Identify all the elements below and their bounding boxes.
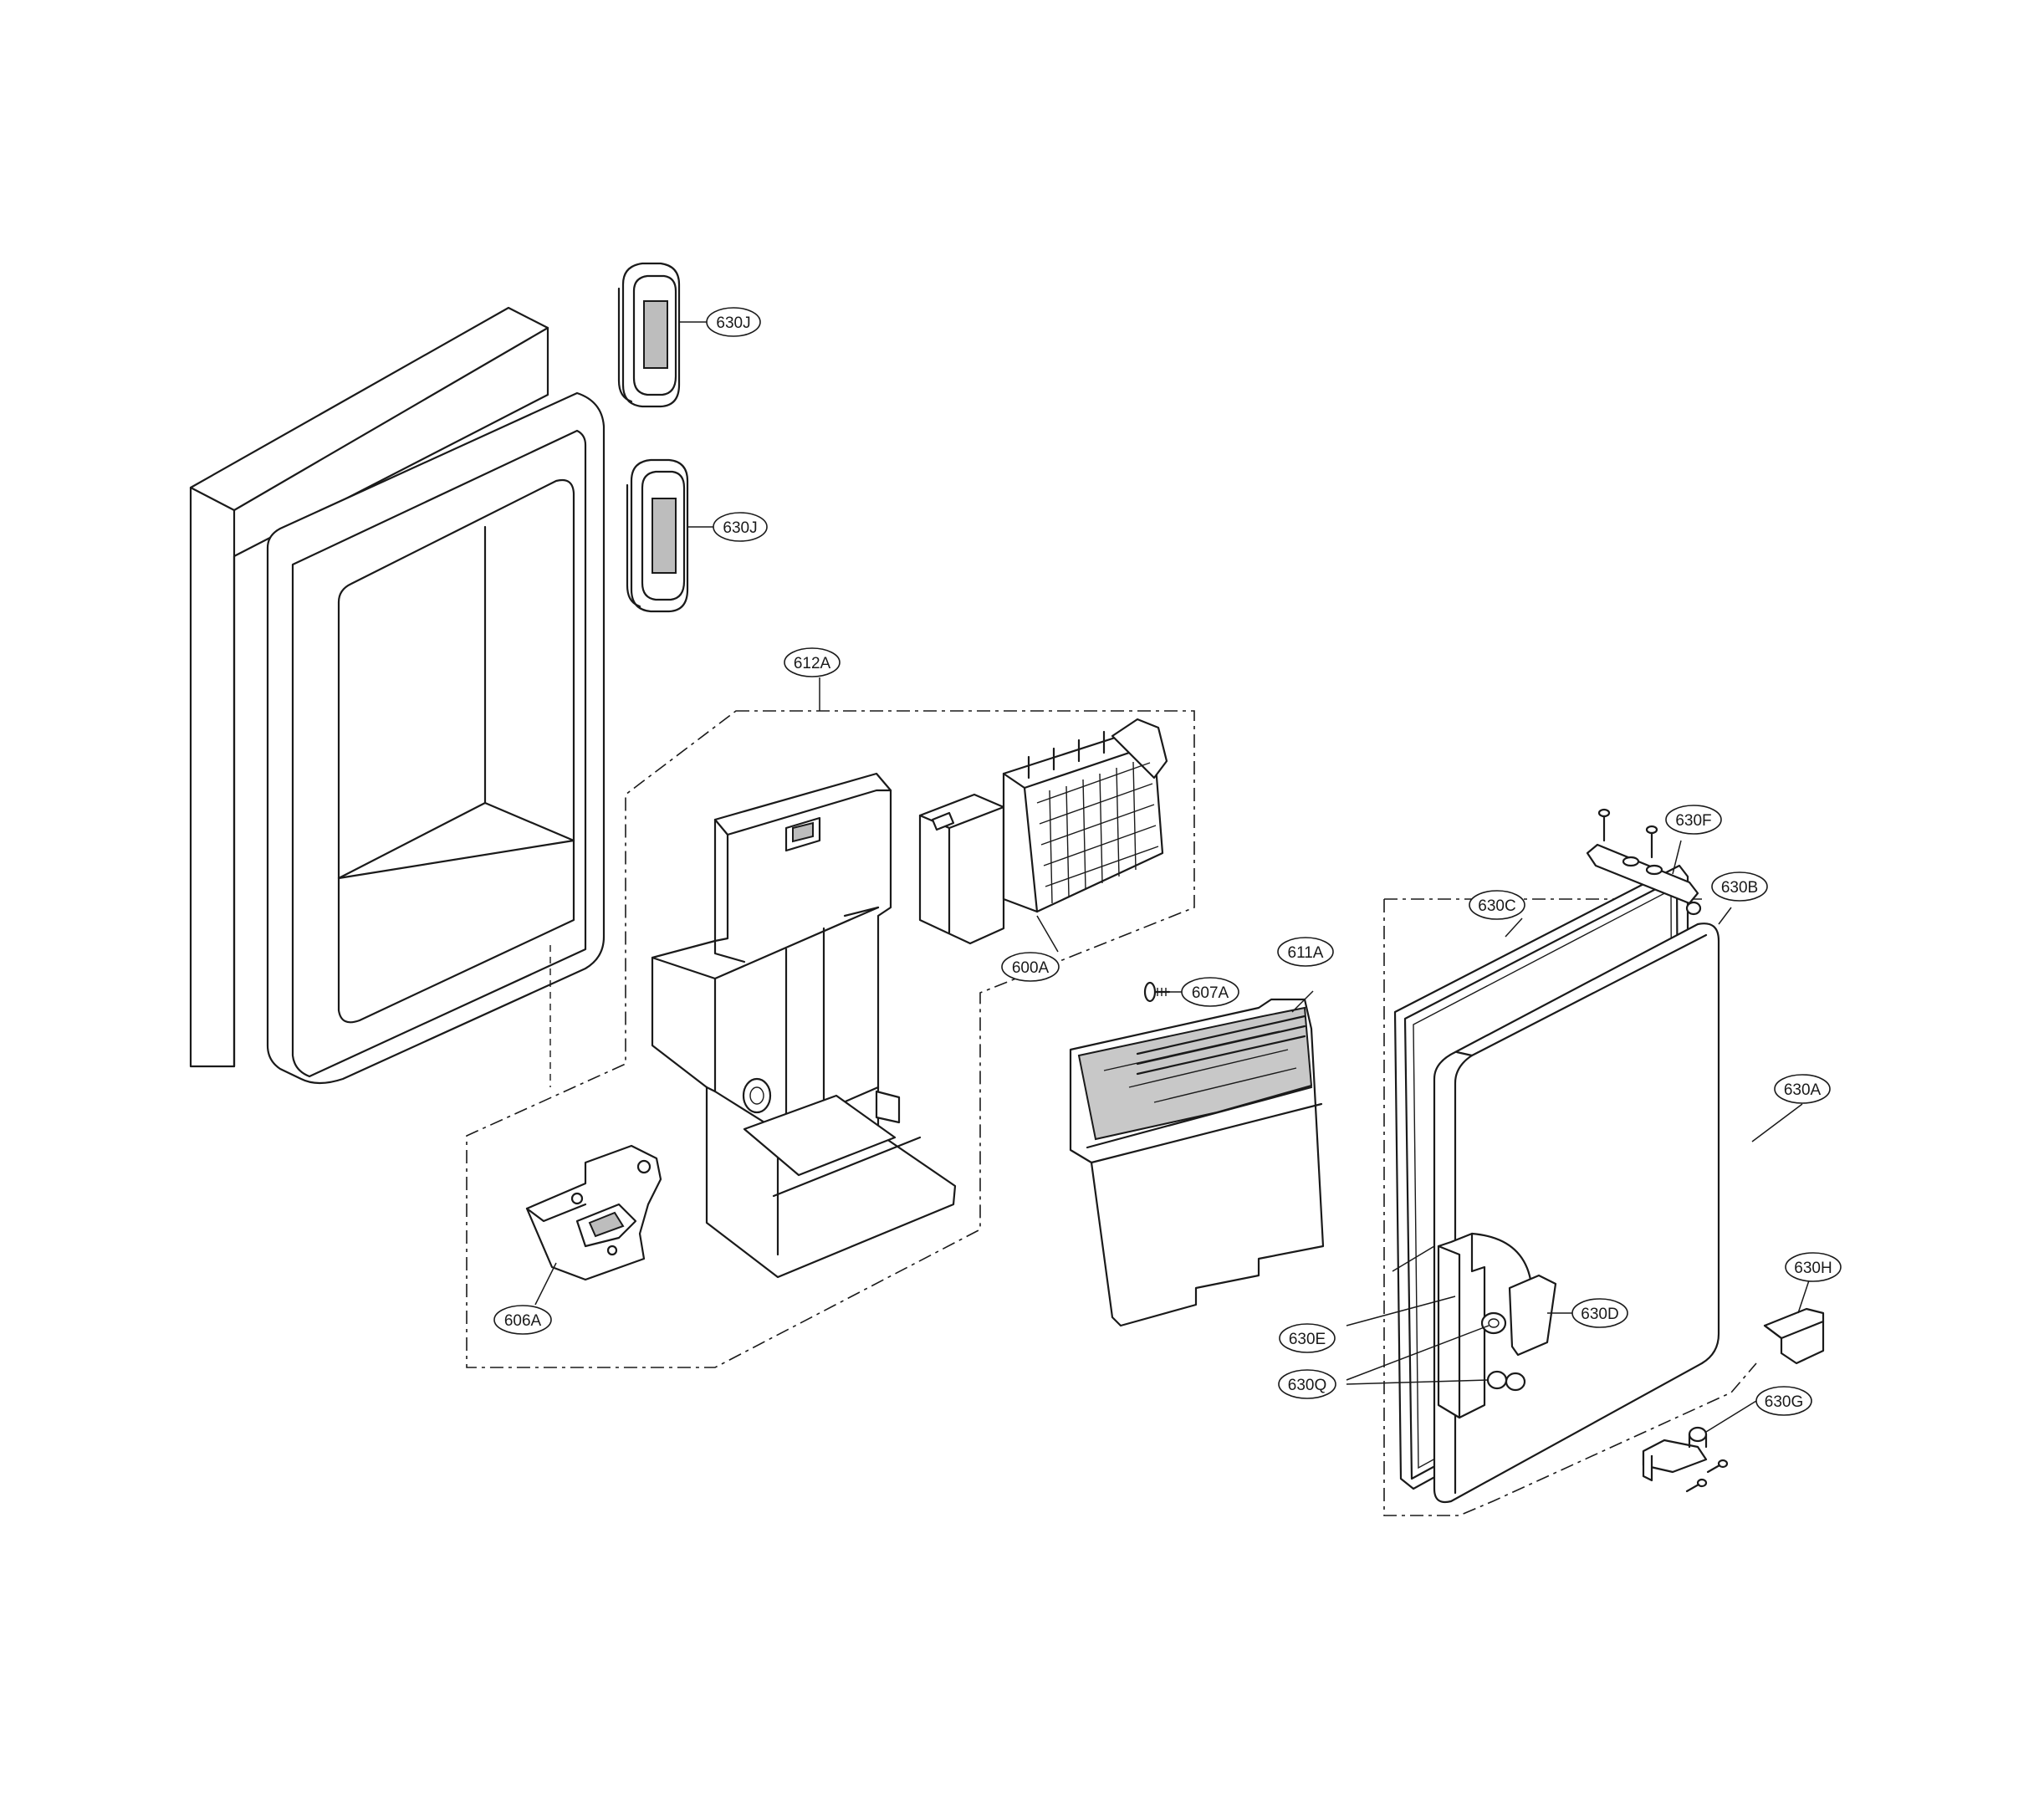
ice-housing-612a — [651, 772, 957, 1279]
svg-text:630G: 630G — [1765, 1393, 1803, 1411]
svg-text:630H: 630H — [1794, 1260, 1832, 1277]
svg-text:630J: 630J — [723, 519, 757, 537]
callout-630q: 630Q — [1278, 1369, 1336, 1399]
svg-text:600A: 600A — [1012, 959, 1050, 977]
svg-text:630A: 630A — [1784, 1081, 1822, 1099]
svg-text:630F: 630F — [1675, 812, 1711, 830]
callout-630g: 630G — [1755, 1386, 1812, 1416]
svg-text:630J: 630J — [716, 314, 750, 332]
callout-630d: 630D — [1571, 1298, 1628, 1328]
leader-lines — [534, 321, 1811, 1433]
cap-630j-lower — [626, 458, 689, 613]
bracket-606a — [525, 1144, 662, 1281]
cap-630j-upper — [617, 262, 681, 408]
icemaker-600a — [918, 718, 1168, 945]
callout-612a: 612A — [784, 647, 841, 677]
callout-630c: 630C — [1469, 890, 1525, 920]
svg-text:612A: 612A — [794, 655, 831, 672]
callout-630f: 630F — [1665, 805, 1722, 835]
cover-611a — [1069, 998, 1325, 1327]
callout-630h: 630H — [1785, 1252, 1842, 1282]
svg-text:630D: 630D — [1581, 1306, 1618, 1323]
inner-door-630b — [1433, 923, 1720, 1504]
svg-text:630B: 630B — [1721, 879, 1758, 897]
callout-607a: 607A — [1181, 977, 1239, 1007]
hinge-630e-630d — [1437, 1232, 1557, 1419]
svg-text:606A: 606A — [504, 1312, 542, 1330]
door-outer-frame — [189, 306, 606, 1087]
svg-text:607A: 607A — [1192, 984, 1229, 1002]
callout-630j-lower: 630J — [713, 512, 768, 542]
assembly-630a-boundary — [1383, 898, 1757, 1516]
assembly-612a-boundary — [466, 710, 1195, 1368]
bottom-hinge-630g — [1642, 1426, 1729, 1493]
callout-630e: 630E — [1279, 1323, 1336, 1353]
screw-607a — [1143, 981, 1171, 1003]
svg-text:611A: 611A — [1288, 944, 1324, 962]
callout-606a: 606A — [493, 1305, 552, 1335]
callout-630b: 630B — [1711, 871, 1768, 902]
callout-611a: 611A — [1277, 937, 1334, 967]
callout-630j-upper: 630J — [706, 307, 761, 337]
svg-text:630C: 630C — [1478, 897, 1515, 915]
callout-630a: 630A — [1774, 1074, 1831, 1104]
svg-text:630Q: 630Q — [1288, 1377, 1326, 1394]
svg-text:630E: 630E — [1289, 1331, 1326, 1348]
top-hinge-630f — [1586, 808, 1702, 916]
callout-600a: 600A — [1001, 952, 1060, 982]
end-cap-630h — [1763, 1307, 1825, 1365]
